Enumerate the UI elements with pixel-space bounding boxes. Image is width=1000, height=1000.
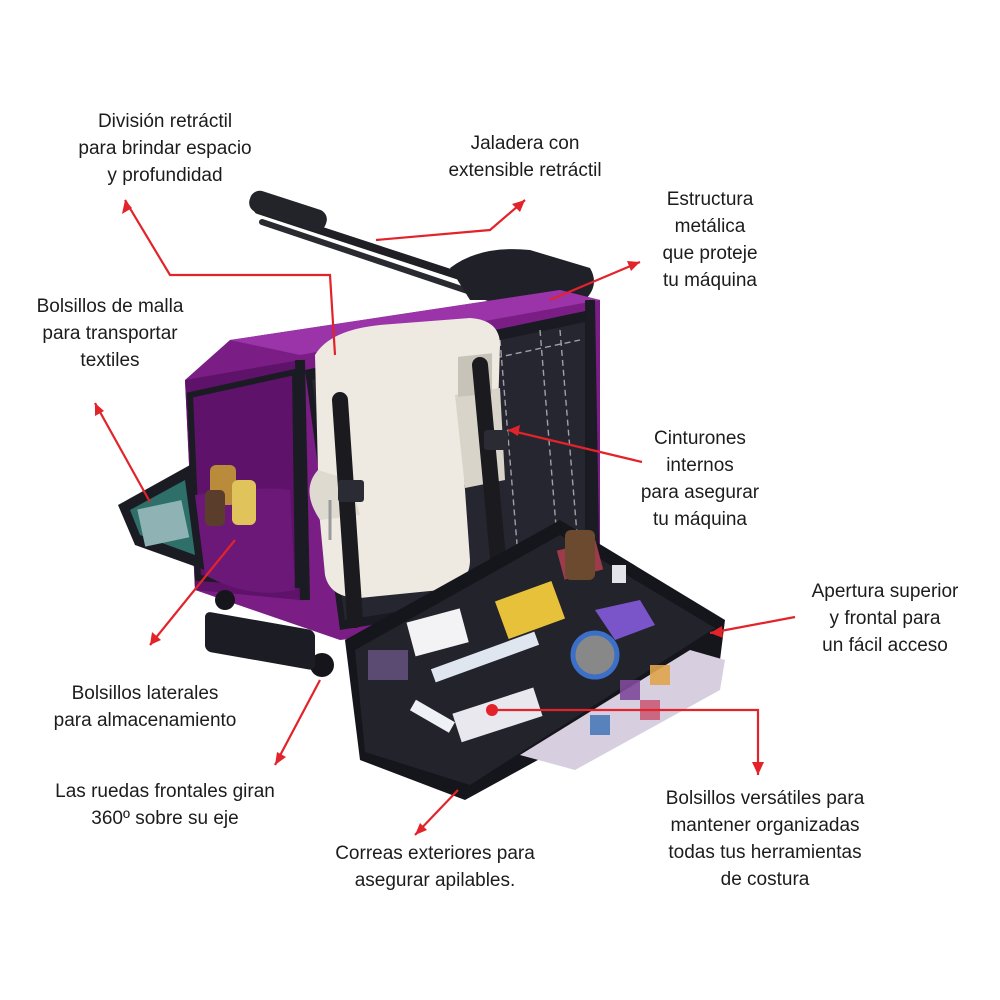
callout-opening-line-2: y frontal para bbox=[829, 608, 941, 629]
callout-mesh-line-1: Bolsillos de malla bbox=[36, 296, 184, 317]
callout-frame-line-4: tu máquina bbox=[662, 270, 757, 291]
callout-pockets-line-1: Bolsillos versátiles para bbox=[665, 788, 865, 809]
callout-division: División retráctil para brindar espacio … bbox=[60, 108, 270, 189]
side-mesh-panel bbox=[118, 465, 205, 570]
callout-division-line-1: División retráctil bbox=[97, 111, 233, 132]
arrow-pockets bbox=[492, 708, 760, 775]
callout-mesh-line-3: textiles bbox=[80, 350, 140, 371]
callout-handle: Jaladera con extensible retráctil bbox=[420, 130, 630, 184]
callout-division-line-3: y profundidad bbox=[107, 165, 223, 186]
arrow-heads bbox=[95, 200, 764, 835]
callout-belts-line-4: tu máquina bbox=[652, 509, 747, 530]
callout-frame-line-1: Estructura bbox=[666, 189, 754, 210]
callout-pockets-line-2: mantener organizadas bbox=[670, 815, 860, 836]
callout-straps-line-2: asegurar apilables. bbox=[354, 870, 516, 891]
arrow-handle bbox=[375, 199, 526, 242]
callout-opening-line-3: un fácil acceso bbox=[822, 635, 948, 656]
callout-wheels-line-2: 360º sobre su eje bbox=[91, 808, 239, 829]
callout-belts-line-2: internos bbox=[666, 455, 734, 476]
callout-belts: Cinturones internos para asegurar tu máq… bbox=[620, 425, 780, 533]
arrow-belts bbox=[507, 428, 643, 464]
callout-belts-line-1: Cinturones bbox=[654, 428, 746, 449]
callout-belts-line-3: para asegurar bbox=[640, 482, 760, 503]
callout-arrows bbox=[94, 199, 796, 836]
arrow-opening bbox=[709, 615, 796, 635]
callout-mesh: Bolsillos de malla para transportar text… bbox=[10, 293, 210, 374]
callout-division-line-2: para brindar espacio bbox=[78, 138, 252, 159]
arrow-division bbox=[124, 199, 337, 356]
top-roll-cushion bbox=[450, 249, 594, 300]
callout-wheels-line-1: Las ruedas frontales giran bbox=[55, 781, 275, 802]
callout-pockets-line-4: de costura bbox=[720, 869, 810, 890]
callout-side: Bolsillos laterales para almacenamiento bbox=[20, 680, 270, 734]
callout-pockets-line-3: todas tus herramientas bbox=[668, 842, 862, 863]
callout-straps-line-1: Correas exteriores para bbox=[335, 843, 535, 864]
callout-straps: Correas exteriores para asegurar apilabl… bbox=[310, 840, 560, 894]
callout-wheels: Las ruedas frontales giran 360º sobre su… bbox=[25, 778, 305, 832]
callout-pockets: Bolsillos versátiles para mantener organ… bbox=[640, 785, 890, 893]
callout-side-line-2: para almacenamiento bbox=[53, 710, 237, 731]
callout-opening: Apertura superior y frontal para un fáci… bbox=[780, 578, 990, 659]
callout-frame: Estructura metálica que proteje tu máqui… bbox=[640, 186, 780, 294]
arrow-mesh bbox=[94, 402, 151, 503]
callout-frame-line-3: que proteje bbox=[662, 243, 758, 264]
callout-handle-line-2: extensible retráctil bbox=[448, 160, 602, 181]
arrow-frame bbox=[549, 260, 641, 302]
callout-mesh-line-2: para transportar bbox=[42, 323, 178, 344]
callout-opening-line-1: Apertura superior bbox=[811, 581, 959, 602]
callout-frame-line-2: metálica bbox=[674, 216, 746, 237]
arrow-wheels bbox=[274, 679, 321, 766]
internal-belts bbox=[332, 357, 508, 628]
front-organizer-flap bbox=[345, 520, 725, 800]
callout-side-line-1: Bolsillos laterales bbox=[71, 683, 219, 704]
wheels bbox=[205, 590, 334, 677]
side-pocket bbox=[195, 465, 295, 593]
arrow-side bbox=[149, 539, 236, 646]
callout-handle-line-1: Jaladera con bbox=[470, 133, 580, 154]
